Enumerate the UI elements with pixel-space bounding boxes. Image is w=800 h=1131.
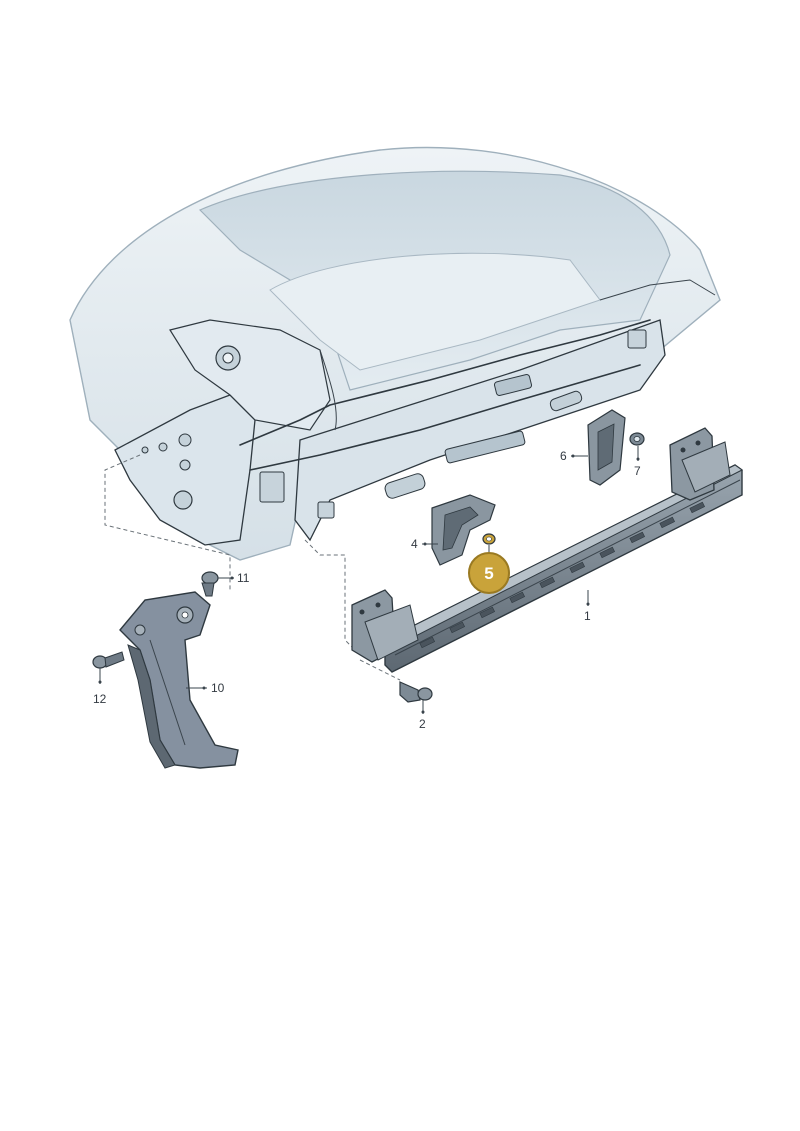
callout-5[interactable]: 5: [468, 545, 510, 594]
panel-slot: [493, 373, 533, 397]
callout-5-label: 5: [484, 564, 493, 583]
part-2-bolt: [399, 681, 433, 703]
part-12-bolt: [92, 651, 125, 669]
part-10-side-bracket: [119, 591, 239, 769]
panel-hole: [178, 433, 192, 447]
part-7-nut: [629, 432, 645, 446]
tub-floor: [269, 252, 601, 371]
callout-1[interactable]: 1: [584, 590, 591, 623]
callout-6-label: 6: [560, 449, 567, 463]
panel-slot: [444, 430, 526, 464]
callout-11-label: 11: [237, 571, 250, 585]
part-5-nut: [482, 533, 496, 545]
part-4-bracket: [431, 494, 496, 566]
callout-4-label: 4: [411, 537, 418, 551]
callout-7-label: 7: [634, 464, 641, 478]
part-1-bumper-beam: [351, 427, 743, 673]
callout-7[interactable]: 7: [634, 446, 641, 478]
panel-slot: [259, 471, 285, 503]
assembly-lines: [104, 454, 401, 681]
callout-6[interactable]: 6: [560, 449, 588, 463]
callout-10[interactable]: 10: [186, 681, 225, 695]
part-6-bracket: [587, 409, 626, 486]
rear-panel-face: [294, 319, 666, 542]
callout-4[interactable]: 4: [411, 537, 438, 551]
callout-1-label: 1: [584, 609, 591, 623]
left-pillar: [169, 319, 331, 431]
rear-body-panel: [69, 146, 721, 561]
callout-10-label: 10: [211, 681, 225, 695]
callout-11[interactable]: 11: [218, 571, 250, 585]
panel-hole: [158, 442, 168, 452]
panel-hole: [222, 352, 234, 364]
callout-2-label: 2: [419, 717, 426, 731]
callout-12[interactable]: 12: [93, 668, 107, 706]
callout-12-label: 12: [93, 692, 107, 706]
panel-slot: [627, 329, 647, 349]
panel-hole: [141, 446, 149, 454]
panel-slot: [317, 501, 335, 519]
part-11-bolt: [201, 571, 219, 597]
panel-hole: [173, 490, 193, 510]
panel-hole: [179, 459, 191, 471]
panel-slot: [549, 390, 583, 412]
callout-5-highlight: [468, 552, 510, 594]
panel-slot: [384, 473, 426, 499]
callout-2[interactable]: 2: [419, 700, 426, 731]
